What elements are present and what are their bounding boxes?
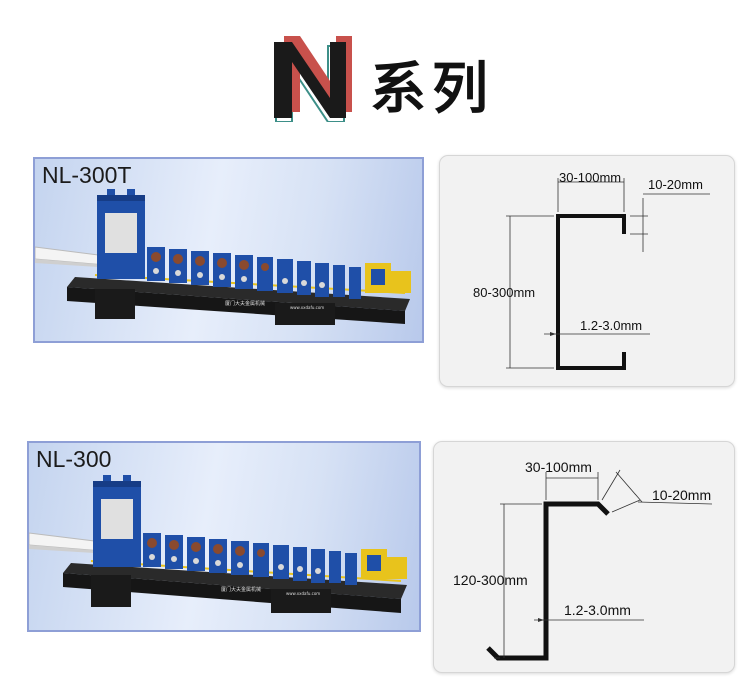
- roll-forming-machine-illustration: 厦门大夫金属机械 www.xxdafu.com: [29, 475, 407, 613]
- machine-photo-panel: 厦门大夫金属机械 www.xxdafu.com NL-300T: [33, 157, 424, 343]
- web-height-label: 120-300mm: [453, 572, 528, 588]
- c-profile-drawing-card: 30-100mm 10-20mm 80-300mm 1.2-3.0mm: [439, 155, 735, 387]
- roll-forming-machine-illustration: 厦门大夫金属机械 www.xxdafu.com: [35, 189, 411, 325]
- machine-brand-text: 厦门大夫金属机械: [225, 300, 265, 307]
- thickness-label: 1.2-3.0mm: [564, 602, 631, 618]
- lip-length-label: 10-20mm: [648, 177, 703, 192]
- series-title-text: 系列: [370, 56, 494, 122]
- machine-photo-panel: 厦门大夫金属机械 www.xxdafu.com NL-300: [27, 441, 421, 632]
- n-logo-icon: [274, 36, 352, 122]
- series-title: 系列: [270, 32, 500, 122]
- c-profile-drawing: [506, 178, 710, 370]
- machine-url-text: www.xxdafu.com: [290, 305, 324, 310]
- z-profile-shape: [486, 501, 610, 661]
- machine-brand-text: 厦门大夫金属机械: [221, 586, 261, 593]
- model-label: NL-300T: [42, 162, 132, 188]
- model-label: NL-300: [36, 446, 112, 472]
- z-profile-drawing-card: 30-100mm 10-20mm 120-300mm 1.2-3.0mm: [433, 441, 735, 673]
- flange-width-label: 30-100mm: [525, 459, 592, 475]
- c-profile-shape: [556, 214, 626, 370]
- web-height-label: 80-300mm: [473, 285, 536, 300]
- machine-url-text: www.xxdafu.com: [286, 591, 320, 596]
- z-profile-drawing: [486, 469, 713, 661]
- lip-length-label: 10-20mm: [652, 487, 712, 503]
- flange-width-label: 30-100mm: [559, 170, 622, 185]
- thickness-label: 1.2-3.0mm: [580, 318, 643, 333]
